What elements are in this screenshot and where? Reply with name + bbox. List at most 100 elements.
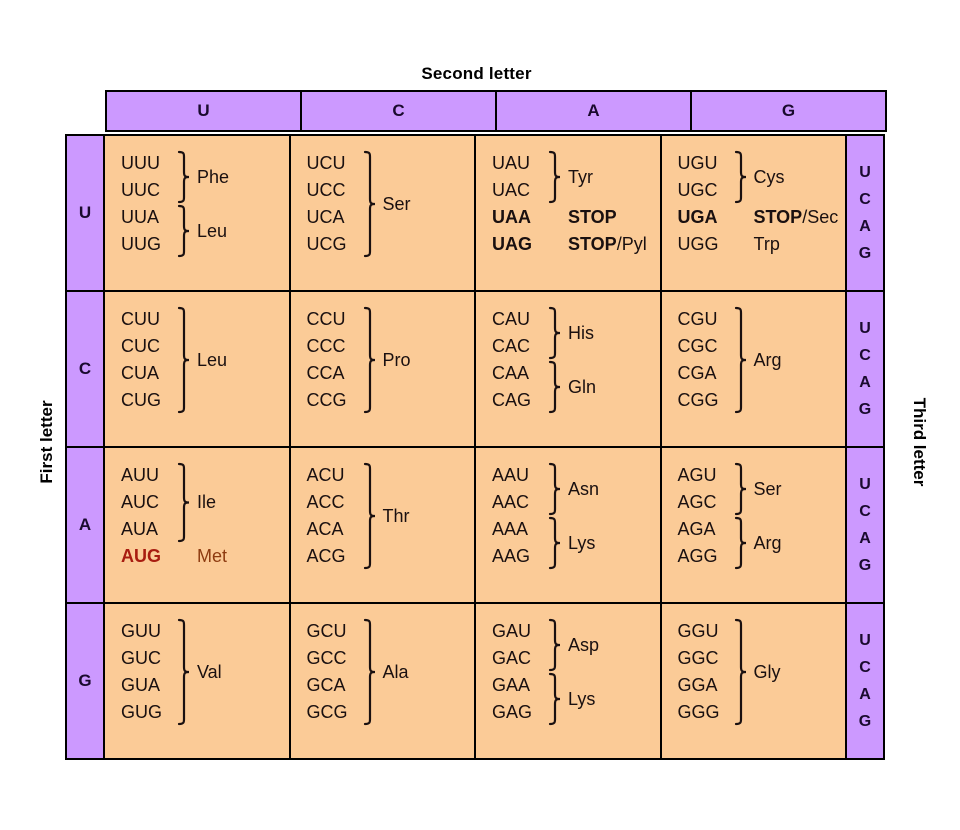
codon-aga: AGA: [677, 519, 716, 539]
first-letter-label-a: A: [67, 448, 103, 604]
second-letter-header-g: G: [692, 92, 885, 130]
third-letter-label-u: U: [859, 631, 871, 649]
third-letter-label-u: U: [859, 163, 871, 181]
brace-icon: [733, 462, 749, 516]
amino-acid-trp: Trp: [754, 234, 780, 255]
codon-guc: GUC: [121, 648, 161, 668]
amino-acid-label: STOP: [568, 234, 617, 254]
codon-gcc: GCC: [306, 648, 347, 668]
codon-ugc: UGC: [677, 180, 718, 200]
codon-ggc: GGC: [677, 648, 719, 668]
brace-icon: [547, 306, 563, 360]
codon-aac: AAC: [492, 492, 530, 512]
codon-group: AGA AGG Arg: [678, 516, 846, 570]
codon-stack: AUG: [121, 543, 175, 570]
codon-stack: UAA: [492, 204, 546, 231]
brace-icon: [176, 306, 192, 414]
first-letter-label-g: G: [67, 604, 103, 758]
brace-icon: [733, 516, 749, 570]
amino-acid-ile: Ile: [197, 492, 217, 512]
amino-acid-leu: Leu: [197, 349, 228, 370]
amino-acid-ala: Ala: [382, 661, 409, 682]
brace-icon: [362, 462, 378, 570]
codon-uuu: UUU: [121, 153, 160, 173]
codon-stack: UGU UGC: [678, 150, 732, 204]
first-letter-label-u: U: [67, 136, 103, 292]
codon-gaa: GAA: [492, 675, 531, 695]
amino-acid-thr: Thr: [382, 505, 410, 526]
brace-icon: [547, 672, 563, 726]
brace-icon: [733, 618, 749, 726]
amino-acid-arg: Arg: [753, 532, 782, 553]
third-letter-label-u: U: [859, 475, 871, 493]
amino-acid-gly: Gly: [753, 661, 781, 682]
codon-agg: AGG: [677, 546, 718, 566]
codon-acu: ACU: [306, 465, 345, 485]
codon-ucg: UCG: [306, 234, 347, 254]
amino-acid-label: STOP: [753, 207, 803, 227]
third-letter-title: Third letter: [910, 397, 929, 487]
amino-acid-suffix: /Sec: [802, 207, 839, 227]
brace-icon: [547, 360, 563, 414]
amino-acid-leu: Leu: [197, 220, 228, 241]
amino-acid-pro: Pro: [382, 349, 411, 370]
brace-icon: [362, 306, 378, 414]
codon-guu: GUU: [121, 621, 161, 641]
codon-auu: AUU: [121, 465, 160, 485]
first-letter-title: First letter: [37, 400, 56, 484]
codon-aaa: AAA: [492, 519, 529, 539]
third-letter-label-c: C: [859, 190, 871, 208]
codon-uca: UCA: [306, 207, 345, 227]
codon-ugu: UGU: [677, 153, 718, 173]
codon-gcu: GCU: [306, 621, 347, 641]
third-letter-label-g: G: [858, 556, 872, 574]
brace-icon: [547, 462, 563, 516]
amino-acid-val: Val: [197, 661, 222, 682]
second-letter-header-a: A: [497, 92, 692, 130]
codon-cuc: CUC: [121, 336, 160, 356]
codon-acg: ACG: [306, 546, 346, 566]
amino-acid-ser: Ser: [753, 478, 782, 499]
codon-aca: ACA: [306, 519, 344, 539]
amino-acid-ser: Ser: [382, 193, 411, 214]
brace-icon: [362, 618, 378, 726]
brace-icon: [733, 306, 749, 414]
